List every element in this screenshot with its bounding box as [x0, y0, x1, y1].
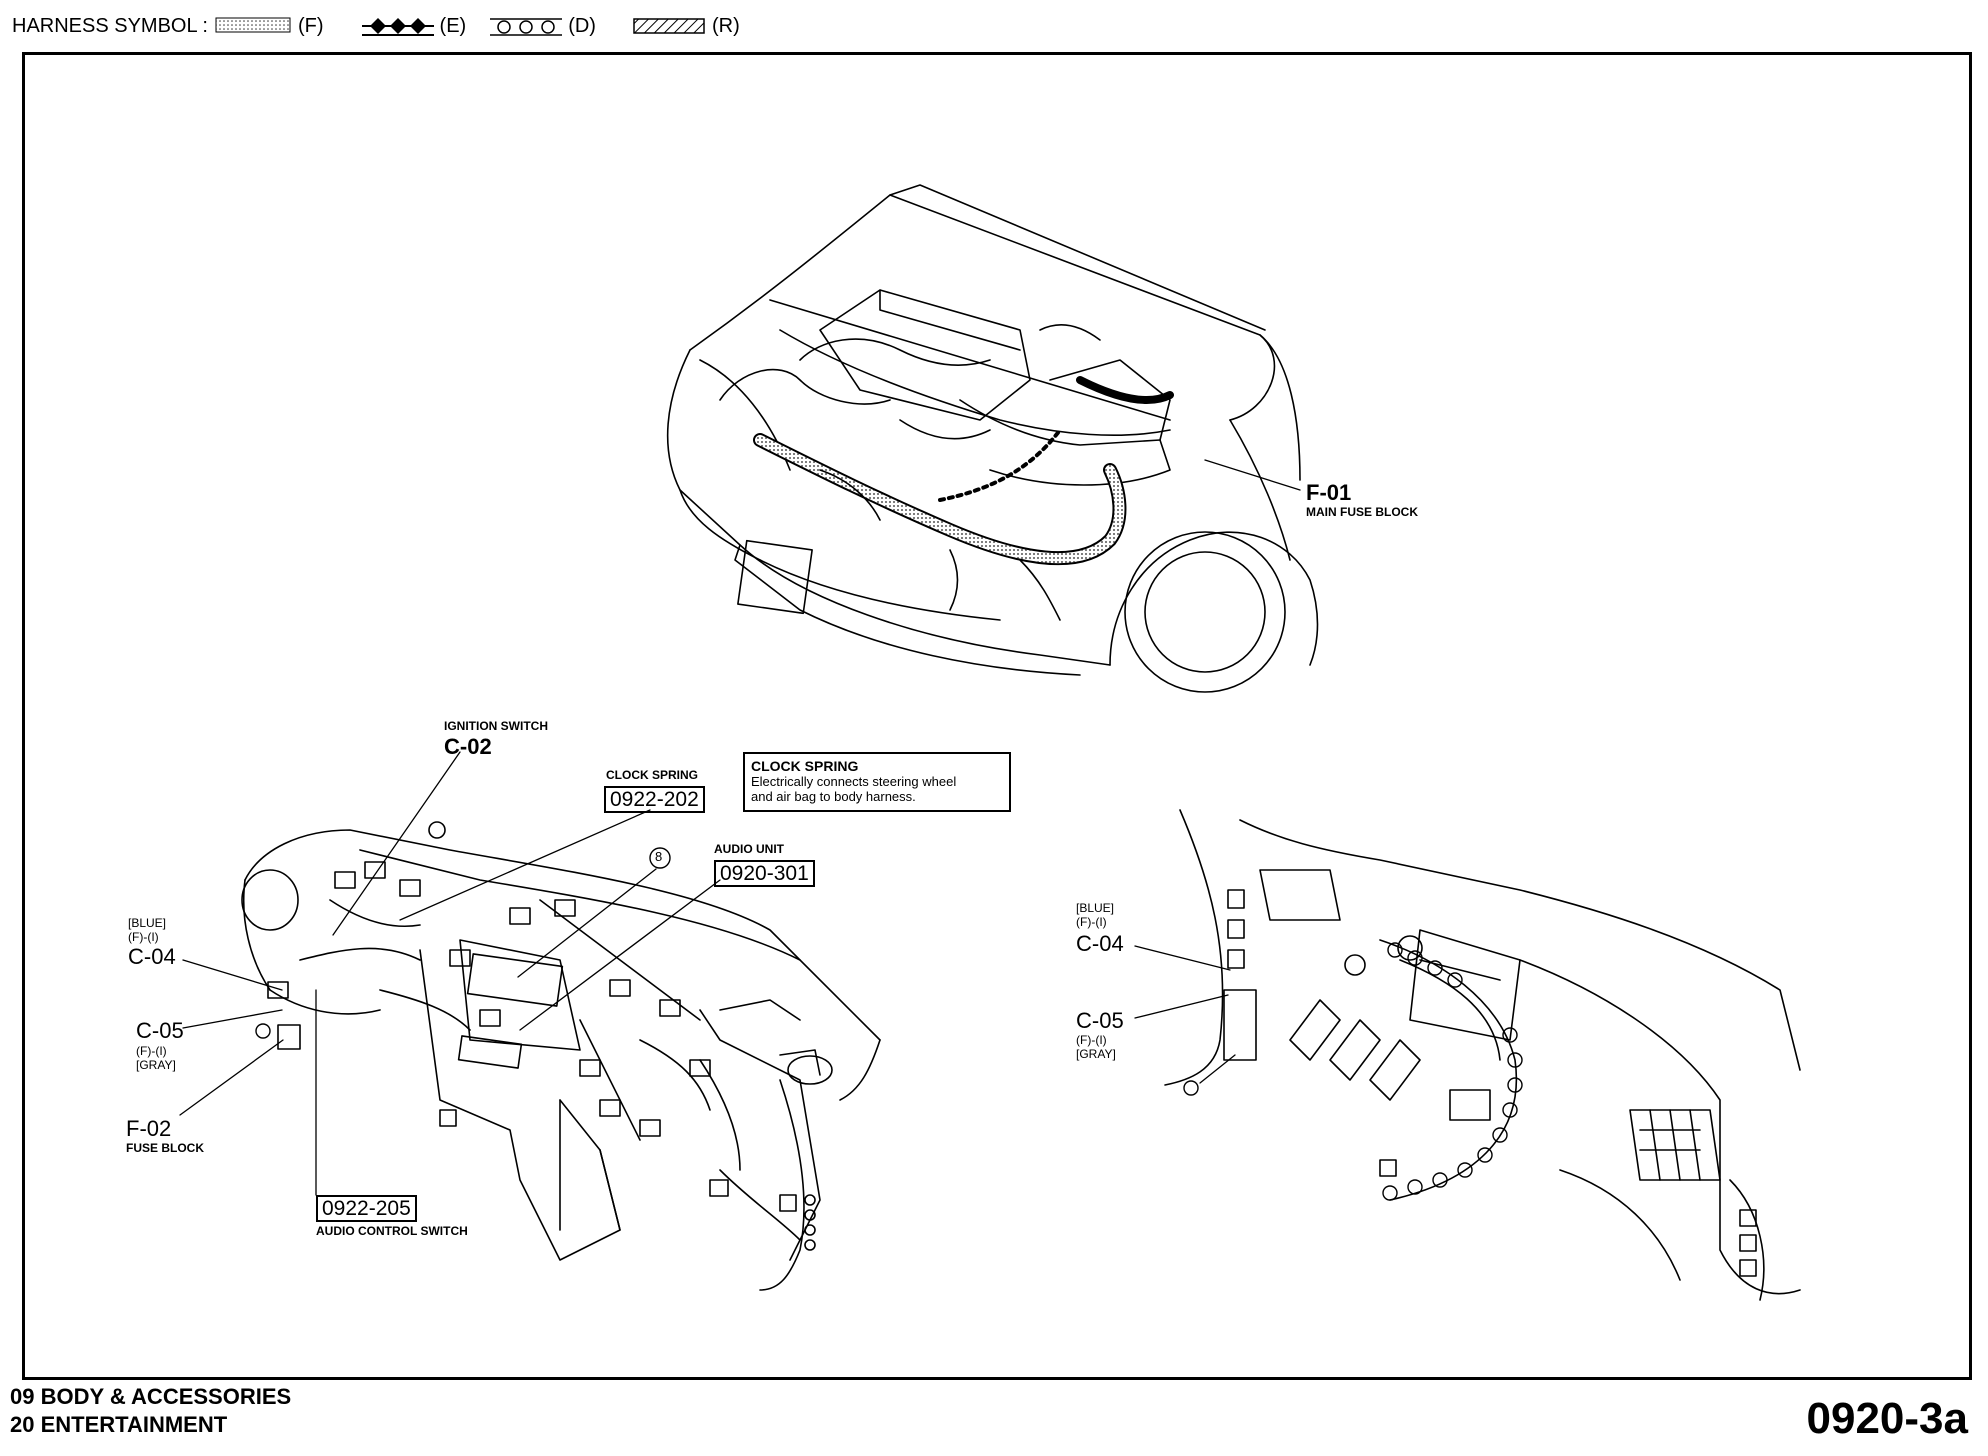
f01-desc: MAIN FUSE BLOCK	[1306, 505, 1418, 519]
audio-control-desc: AUDIO CONTROL SWITCH	[316, 1224, 468, 1238]
f02-desc: FUSE BLOCK	[126, 1141, 204, 1155]
c05-left-color: [GRAY]	[136, 1058, 176, 1072]
audio-unit-ref: 0920-301	[714, 860, 815, 887]
legend-code-e: (E)	[439, 14, 467, 37]
note-title: CLOCK SPRING	[751, 758, 859, 774]
audio-control-ref: 0922-205	[316, 1195, 417, 1222]
note-line-1: Electrically connects steering wheel	[751, 774, 957, 789]
circle-chain-icon	[490, 18, 563, 36]
f02-label: F-02	[126, 1116, 172, 1141]
marker-8: 8	[655, 849, 663, 864]
f01-label: F-01	[1306, 480, 1352, 505]
diagram-frame	[22, 52, 1972, 1380]
c04-right-harness: (F)-(I)	[1076, 915, 1107, 929]
c04-left-color: [BLUE]	[128, 916, 167, 930]
footer-section-line-2: 20 ENTERTAINMENT	[10, 1412, 228, 1437]
dashboard-right-view	[1164, 809, 1801, 1301]
legend-code-r: (R)	[711, 14, 740, 37]
c05-left-label: C-05	[136, 1018, 184, 1043]
clock-spring-ref: 0922-202	[604, 786, 705, 813]
diamond-chain-icon	[361, 18, 434, 36]
clock-spring-desc: CLOCK SPRING	[606, 768, 699, 782]
note-line-2: and air bag to body harness.	[751, 789, 916, 804]
c04-right-color: [BLUE]	[1076, 901, 1115, 915]
c02-label: C-02	[444, 734, 492, 759]
legend-code-f: (F)	[297, 14, 324, 37]
harness-symbol-legend: HARNESS SYMBOL : (F) (E) (D) (R)	[12, 12, 740, 40]
hatched-band-icon	[633, 18, 705, 34]
legend-title: HARNESS SYMBOL :	[12, 14, 208, 37]
c05-right-color: [GRAY]	[1076, 1047, 1116, 1061]
page-id: 0920-3a	[1806, 1394, 1968, 1443]
clock-spring-note: CLOCK SPRING Electrically connects steer…	[743, 752, 1011, 812]
c04-left-label: C-04	[128, 944, 176, 969]
dashboard-left-view	[241, 821, 881, 1291]
audio-unit-desc: AUDIO UNIT	[714, 842, 784, 856]
c05-right-harness: (F)-(I)	[1076, 1033, 1107, 1047]
footer-section-line-1: 09 BODY & ACCESSORIES	[10, 1384, 292, 1409]
c04-left-harness: (F)-(I)	[128, 930, 159, 944]
engine-bay-view	[666, 184, 1319, 693]
c05-right-label: C-05	[1076, 1008, 1124, 1033]
leader-lines	[179, 459, 1301, 1196]
c02-desc: IGNITION SWITCH	[444, 719, 548, 733]
c04-right-label: C-04	[1076, 931, 1124, 956]
legend-code-d: (D)	[568, 14, 596, 37]
dotted-band-icon	[215, 17, 291, 33]
c05-left-harness: (F)-(I)	[136, 1044, 167, 1058]
